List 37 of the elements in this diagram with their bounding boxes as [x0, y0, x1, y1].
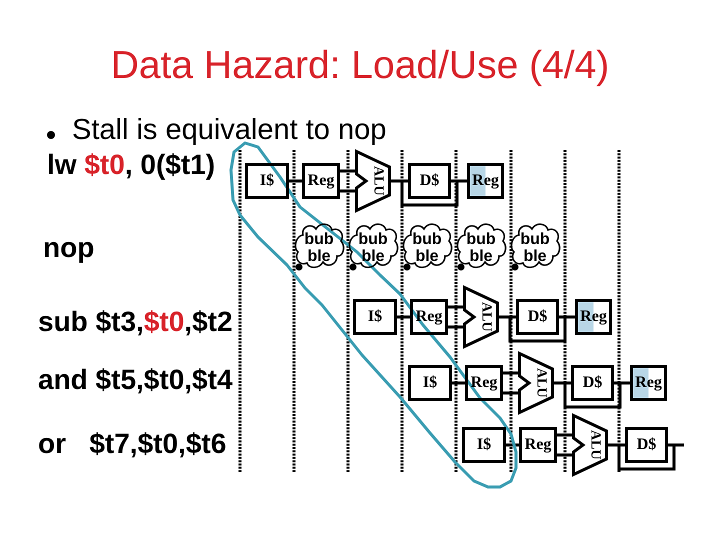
- instruction-text: and $t5,$t0,$t4: [38, 364, 233, 396]
- instruction-text: lw $t0, 0($t1): [47, 149, 216, 182]
- instruction-text: sub $t3,$t0,$t2: [38, 306, 233, 338]
- register-file-box: Reg: [519, 427, 557, 463]
- instruction-cache-box: I$: [245, 163, 289, 199]
- data-cache-box: D$: [408, 163, 451, 199]
- wire: [289, 180, 302, 182]
- register-file-box: Reg: [575, 299, 612, 335]
- slide-title: Data Hazard: Load/Use (4/4): [110, 44, 610, 89]
- instruction-cache-box: I$: [462, 427, 506, 463]
- bullet-point-text: Stall is equivalent to nop: [72, 114, 386, 148]
- alu-block: ALU: [572, 414, 608, 476]
- data-cache-box: D$: [516, 299, 559, 335]
- alu-block: ALU: [518, 352, 554, 414]
- alu-block: ALU: [355, 150, 391, 212]
- instruction-text: nop: [43, 232, 94, 264]
- wire: [448, 306, 463, 308]
- wire: [503, 392, 518, 394]
- instruction-text: or $t7,$t0,$t6: [38, 428, 226, 460]
- wire: [557, 434, 572, 436]
- wire: [340, 170, 355, 172]
- wire: [506, 444, 519, 446]
- wire: [503, 372, 518, 374]
- instruction-cache-box: I$: [353, 299, 397, 335]
- alu-block: ALU: [463, 286, 499, 348]
- wire: [448, 326, 463, 328]
- data-cache-box: D$: [571, 365, 614, 401]
- data-cache-box: D$: [625, 427, 668, 463]
- instruction-cache-box: I$: [408, 365, 452, 401]
- wire: [452, 382, 465, 384]
- register-file-box: Reg: [467, 163, 504, 199]
- wire: [397, 316, 410, 318]
- register-file-box: Reg: [630, 365, 667, 401]
- register-file-box: Reg: [465, 365, 503, 401]
- wire: [340, 190, 355, 192]
- register-file-box: Reg: [302, 163, 340, 199]
- wire: [557, 454, 572, 456]
